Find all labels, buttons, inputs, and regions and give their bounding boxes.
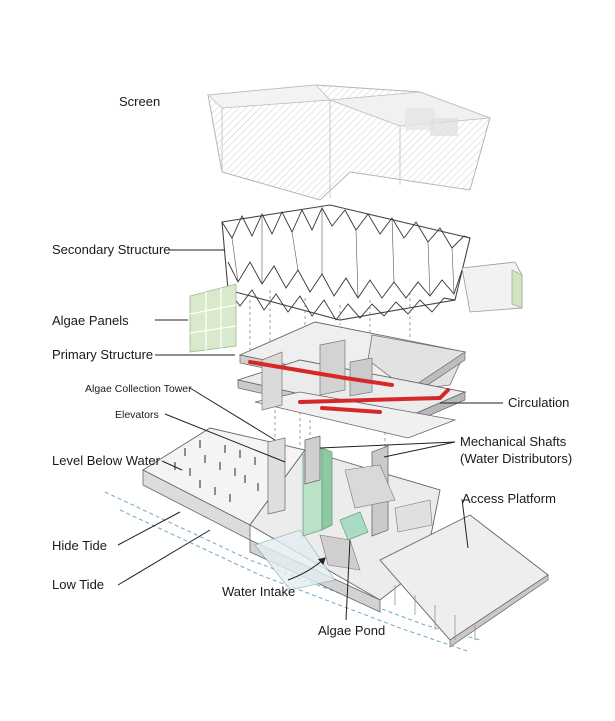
label-hide-tide: Hide Tide [52, 538, 107, 553]
label-algae-collection-tower: Algae Collection Tower [85, 383, 192, 395]
algae-panels-layer [189, 283, 237, 353]
primary-structure-layer [236, 290, 467, 460]
label-algae-panels: Algae Panels [52, 313, 129, 328]
label-elevators: Elevators [115, 409, 159, 421]
labels: Screen Secondary Structure Algae Panels … [52, 94, 572, 638]
label-screen: Screen [119, 94, 160, 109]
label-algae-pond: Algae Pond [318, 623, 385, 638]
label-water-distributors: (Water Distributors) [460, 451, 572, 466]
label-low-tide: Low Tide [52, 577, 104, 592]
leader-lines [117, 249, 503, 621]
label-mechanical-shafts: Mechanical Shafts [460, 434, 567, 449]
label-secondary-structure: Secondary Structure [52, 242, 171, 257]
label-primary-structure: Primary Structure [52, 347, 153, 362]
label-access-platform: Access Platform [462, 491, 556, 506]
secondary-structure-layer [221, 204, 523, 321]
screen-layer [207, 84, 491, 201]
label-level-below-water: Level Below Water [52, 453, 161, 468]
label-water-intake: Water Intake [222, 584, 295, 599]
label-circulation: Circulation [508, 395, 569, 410]
